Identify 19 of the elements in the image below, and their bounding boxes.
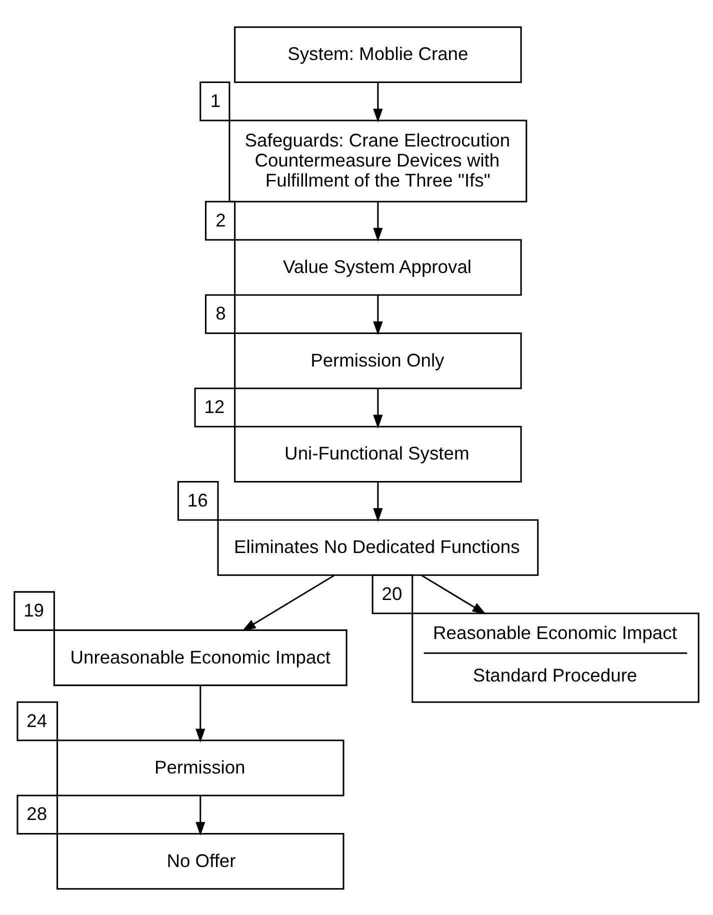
node-label: 12 (204, 396, 225, 416)
node-label: 28 (26, 802, 48, 824)
arrow (373, 82, 383, 122)
node-label: 24 (26, 709, 48, 730)
arrow (373, 294, 383, 335)
arrow (196, 795, 206, 836)
arrow (196, 685, 206, 742)
arrow (373, 201, 383, 242)
arrow (373, 481, 383, 522)
arrow (242, 574, 335, 631)
node-label: 20 (382, 582, 402, 604)
node-label: 1 (210, 89, 221, 110)
node-label: 8 (216, 302, 226, 324)
arrow (420, 574, 486, 614)
node-label: 16 (187, 488, 208, 510)
node-label: 2 (216, 208, 226, 230)
node-label: 19 (24, 599, 44, 620)
arrow (373, 388, 383, 428)
node-box: System: Moblie Crane (234, 26, 522, 82)
